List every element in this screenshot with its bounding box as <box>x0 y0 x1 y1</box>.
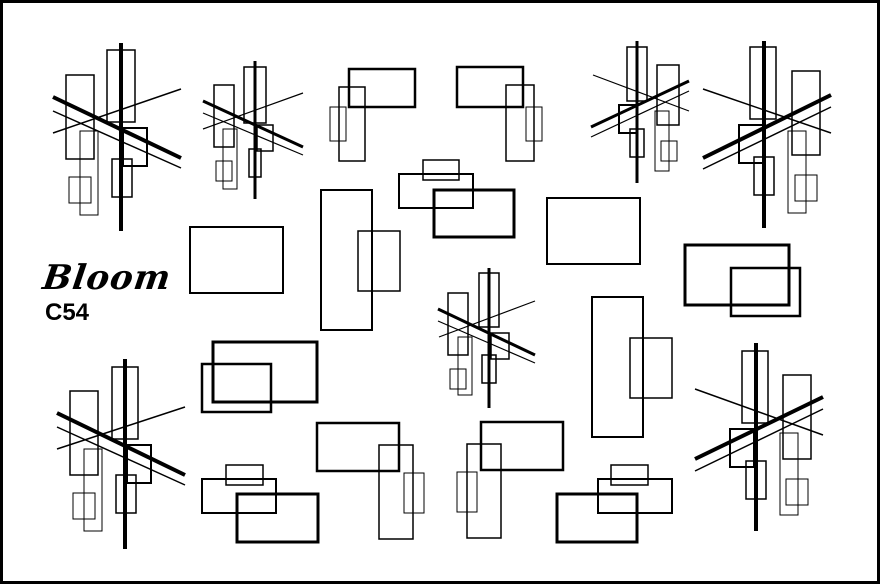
cluster-crossed-lines <box>694 343 824 531</box>
rectangle-group <box>456 420 565 539</box>
line-art <box>52 41 832 549</box>
rectangle-group <box>329 67 417 162</box>
cluster-crossed-lines <box>52 43 182 231</box>
cluster-crossed-lines <box>202 61 304 199</box>
rectangle-group <box>455 65 543 162</box>
rectangle-group <box>555 464 673 544</box>
rectangle-group <box>201 464 320 544</box>
brand-logo: Bloom <box>40 258 174 298</box>
cluster-crossed-lines <box>437 268 536 408</box>
rectangle-group <box>683 243 802 318</box>
cluster-crossed-lines <box>702 41 832 228</box>
rectangle-group <box>320 189 401 331</box>
rectangle-group <box>398 159 516 239</box>
rectangle <box>546 197 641 265</box>
rectangle-group <box>591 296 673 438</box>
rectangle-group <box>315 421 425 540</box>
cluster-crossed-lines <box>56 359 186 549</box>
product-code: C54 <box>45 299 90 326</box>
rectangle-group <box>200 340 319 414</box>
rectangle <box>189 226 284 294</box>
cluster-crossed-lines <box>590 41 690 183</box>
